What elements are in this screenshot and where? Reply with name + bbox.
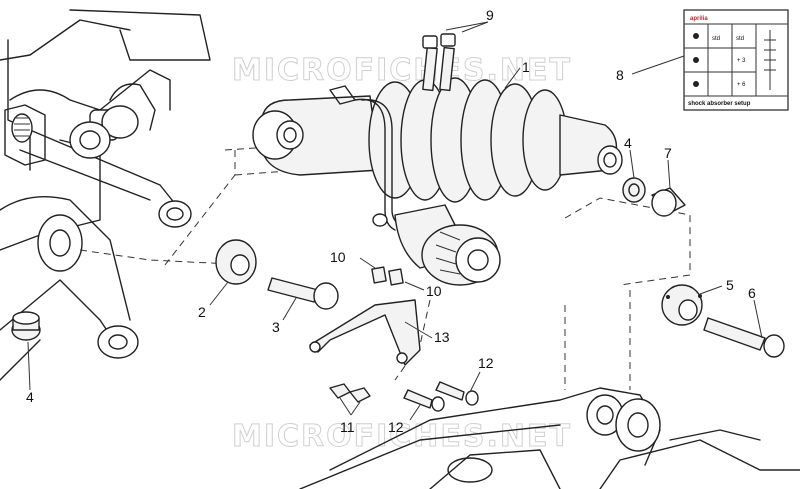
rider-icon bbox=[693, 57, 699, 63]
callout-6: 6 bbox=[748, 285, 756, 301]
callout-12-left: 12 bbox=[388, 419, 404, 435]
watermark-top: MICROFICHES.NET bbox=[232, 53, 572, 88]
shock-absorber bbox=[252, 77, 623, 286]
decal-col-std-1: std bbox=[712, 36, 720, 42]
callout-11: 11 bbox=[340, 419, 355, 435]
spacer-4-right bbox=[622, 177, 646, 203]
callout-4-left: 4 bbox=[26, 389, 34, 405]
nuts-11 bbox=[329, 383, 371, 403]
callout-10-top: 10 bbox=[330, 249, 346, 265]
rider-icon bbox=[693, 33, 699, 39]
plate-2 bbox=[215, 239, 257, 285]
decal-col-std-2: std bbox=[736, 36, 744, 42]
bolt-9-pair bbox=[422, 33, 456, 92]
callout-5: 5 bbox=[726, 277, 734, 293]
swingarm-link bbox=[299, 387, 800, 489]
callout-2: 2 bbox=[198, 304, 206, 320]
rider-passenger-icon bbox=[693, 81, 699, 87]
callout-7: 7 bbox=[664, 145, 672, 161]
decal-brand: aprilia bbox=[690, 16, 708, 22]
leader-lines bbox=[27, 21, 763, 421]
callout-3: 3 bbox=[272, 319, 280, 335]
plate-5 bbox=[661, 284, 703, 326]
callout-12-right: 12 bbox=[478, 355, 494, 371]
clips-10 bbox=[371, 266, 404, 286]
spring-bracket bbox=[4, 104, 46, 166]
shock-setup-decal: aprilia std std + 3 + 6 shock absorber s… bbox=[683, 9, 789, 111]
shock-spring bbox=[368, 77, 568, 203]
decal-plus-6: + 6 bbox=[737, 82, 746, 88]
pin-6 bbox=[703, 317, 785, 358]
spacer-4-left bbox=[11, 311, 41, 341]
screws-12 bbox=[403, 381, 479, 412]
callout-13: 13 bbox=[434, 329, 450, 345]
callout-9: 9 bbox=[486, 7, 494, 23]
frame-left bbox=[0, 9, 211, 381]
callout-4-right: 4 bbox=[624, 135, 632, 151]
decal-caption: shock absorber setup bbox=[688, 101, 751, 107]
callout-8: 8 bbox=[616, 67, 624, 83]
callout-1: 1 bbox=[522, 59, 530, 75]
bracket-13 bbox=[309, 299, 421, 366]
mini-shock-icon bbox=[764, 30, 776, 90]
pin-3 bbox=[267, 277, 339, 310]
callout-10-bottom: 10 bbox=[426, 283, 442, 299]
decal-plus-3: + 3 bbox=[737, 58, 746, 64]
bushing-7 bbox=[651, 187, 686, 217]
